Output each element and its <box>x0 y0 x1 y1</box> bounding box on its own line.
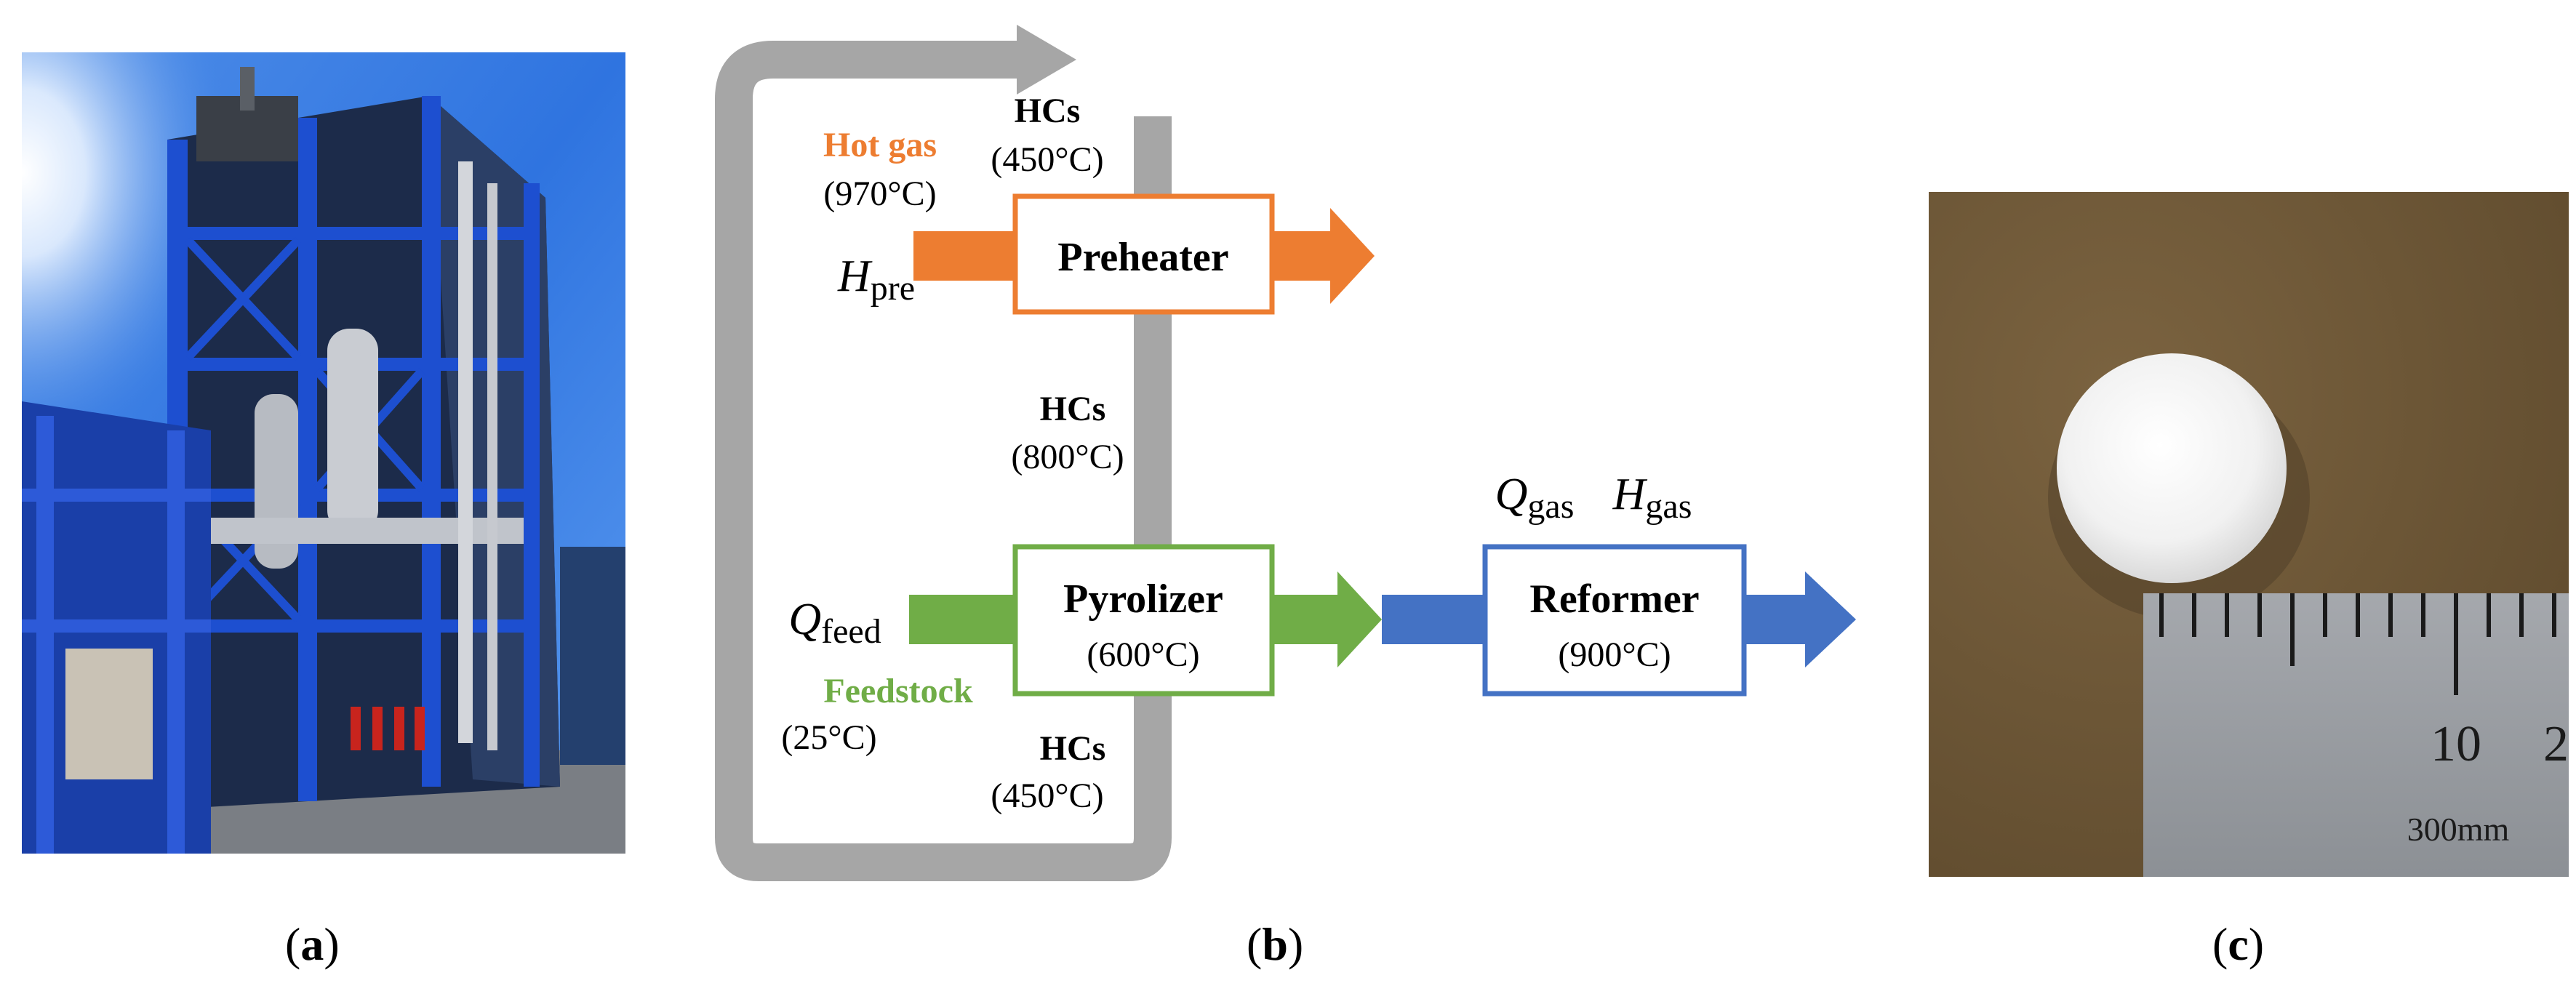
hcs-mid-temp: (800°C) <box>1011 438 1124 476</box>
ruler-label-20: 2 <box>2543 716 2569 772</box>
hot-gas-arrow-out <box>1272 231 1330 281</box>
reformer-arrowhead <box>1805 571 1856 667</box>
process-flow-diagram: Preheater Pyrolizer (600°C) Reformer (90… <box>715 25 1856 881</box>
white-ball <box>2057 353 2287 583</box>
hcs-top-temp: (450°C) <box>991 140 1103 179</box>
ruler-label-10: 10 <box>2431 716 2481 772</box>
hot-gas-label: Hot gas <box>823 126 937 164</box>
reformer-label: Reformer <box>1529 577 1699 622</box>
hot-gas-arrowhead <box>1330 208 1375 304</box>
hot-gas-arrow-in <box>913 231 1015 281</box>
q-gas-symbol: Qgas <box>1495 470 1575 526</box>
hcs-bottom-label: HCs <box>1040 729 1106 768</box>
caption-b: (b) <box>1247 918 1304 970</box>
q-feed-symbol: Qfeed <box>788 595 881 651</box>
ruler-ticks <box>2159 593 2556 695</box>
pyrolizer-label: Pyrolizer <box>1063 577 1223 622</box>
caption-c: (c) <box>2212 918 2265 970</box>
pellet-photo: 10 2 300mm <box>1929 192 2569 877</box>
reformer-box <box>1482 544 1747 697</box>
feedstock-label: Feedstock <box>823 672 973 710</box>
panel-c-photo: 10 2 300mm <box>1929 192 2569 877</box>
hot-gas-temp: (970°C) <box>823 174 936 213</box>
preheater-label: Preheater <box>1057 235 1228 280</box>
h-gas-symbol: Hgas <box>1612 470 1692 526</box>
pyrolizer-box <box>1012 544 1275 697</box>
panel-a-photo <box>22 52 625 854</box>
preheater-box <box>1012 193 1275 315</box>
reformer-arrow-out <box>1744 595 1805 644</box>
panel-b-diagram: Preheater Pyrolizer (600°C) Reformer (90… <box>684 15 1905 902</box>
caption-a: (a) <box>285 918 340 970</box>
feedstock-temp: (25°C) <box>781 718 876 757</box>
plant-photo <box>22 52 625 854</box>
reformer-temp: (900°C) <box>1558 635 1671 674</box>
ruler-unit-label: 300mm <box>2407 811 2510 848</box>
ruler <box>2143 593 2569 877</box>
feedstock-arrow-in <box>909 595 1017 644</box>
feedstock-arrowhead <box>1337 571 1382 667</box>
feedstock-arrow-out <box>1272 595 1337 644</box>
recycle-loop-arrowhead <box>1017 25 1076 95</box>
h-pre-symbol: Hpre <box>837 252 915 308</box>
recycle-loop-line <box>715 41 1172 881</box>
pyrolizer-temp: (600°C) <box>1087 635 1199 674</box>
reformer-arrow-in <box>1382 595 1485 644</box>
hcs-mid-label: HCs <box>1040 390 1106 428</box>
hcs-top-label: HCs <box>1015 92 1081 130</box>
hcs-bottom-temp: (450°C) <box>991 777 1103 815</box>
